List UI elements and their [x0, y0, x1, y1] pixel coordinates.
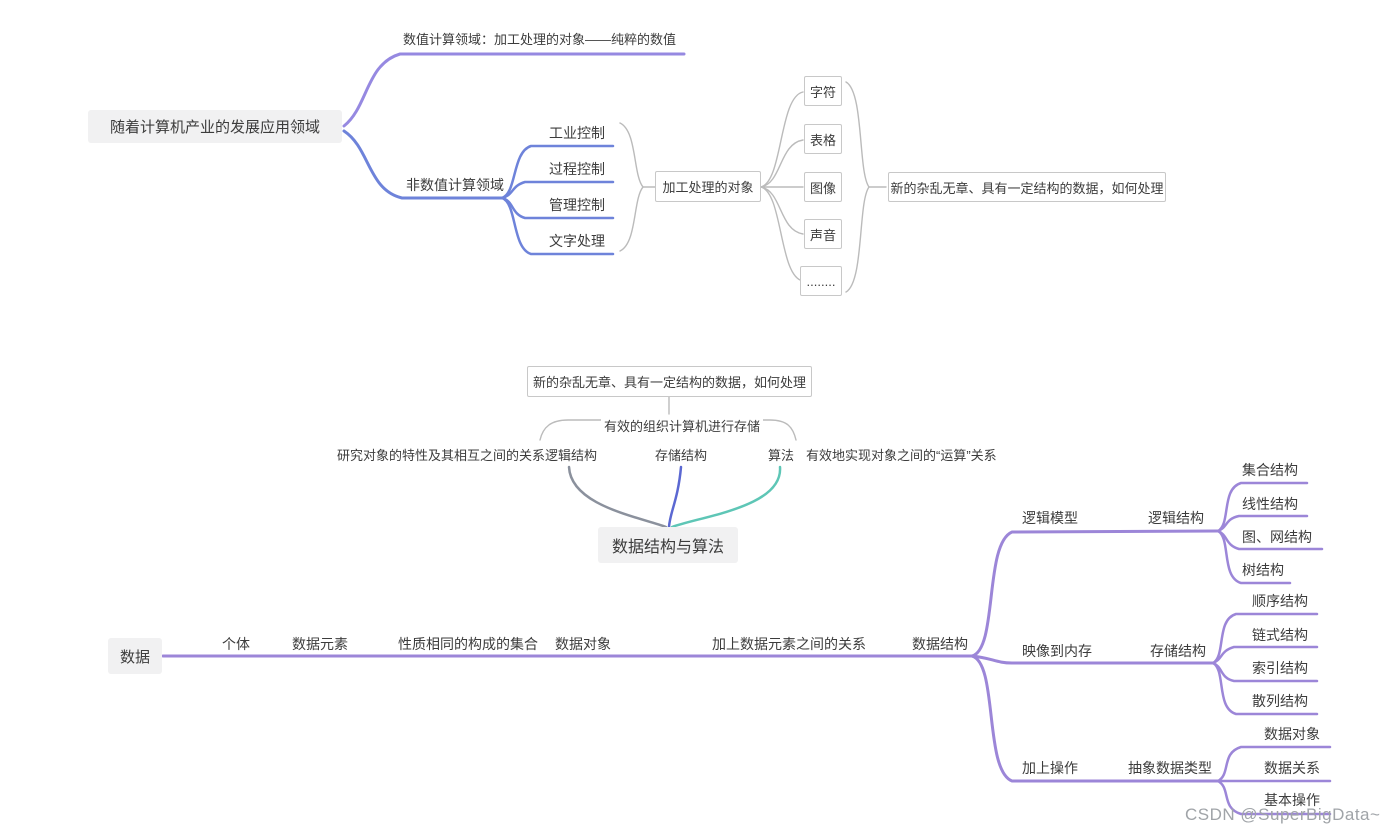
- node-management-control: 管理控制: [549, 197, 605, 213]
- node-graph-net-structure: 图、网结构: [1242, 529, 1312, 545]
- node-text-processing: 文字处理: [549, 233, 605, 249]
- node-add-relations: 加上数据元素之间的关系: [712, 636, 866, 652]
- node-processing-object: 加工处理的对象: [655, 171, 761, 202]
- node-root-application-domains: 随着计算机产业的发展应用领域: [88, 110, 342, 143]
- bracket-nonnumeric-group: [619, 122, 644, 252]
- edge-nonnumeric-process: [500, 180, 615, 200]
- node-adt-basic-operation: 基本操作: [1264, 792, 1320, 808]
- bracket-object-group: [845, 81, 870, 293]
- node-type-table: 表格: [804, 124, 842, 154]
- node-industrial-control: 工业控制: [549, 125, 605, 141]
- note-algorithm-relation: 有效地实现对象之间的“运算”关系: [806, 448, 997, 463]
- edge-processing-table: [760, 139, 804, 188]
- node-storage-structure: 存储结构: [1150, 643, 1206, 659]
- node-type-etc: ........: [800, 266, 842, 296]
- node-logical-structure-mid: 逻辑结构: [545, 448, 598, 463]
- node-adt-data-relation: 数据关系: [1264, 760, 1320, 776]
- node-linear-structure: 线性结构: [1242, 496, 1298, 512]
- edge-algorithm-converge: [670, 465, 782, 529]
- node-new-data-question-top: 新的杂乱无章、具有一定结构的数据，如何处理: [888, 172, 1166, 202]
- node-hash-structure: 散列结构: [1252, 693, 1308, 709]
- node-type-image: 图像: [804, 172, 842, 202]
- node-logical-model: 逻辑模型: [1022, 510, 1078, 526]
- node-non-numeric-domain: 非数值计算领域: [406, 177, 504, 193]
- edge-logical-tree: [1216, 529, 1292, 585]
- node-process-control: 过程控制: [549, 161, 605, 177]
- node-add-operations: 加上操作: [1022, 760, 1078, 776]
- node-data-element: 数据元素: [292, 636, 348, 652]
- edge-main-storage-branch: [970, 654, 1215, 665]
- node-adt-data-object: 数据对象: [1264, 726, 1320, 742]
- node-logical-structure: 逻辑结构: [1148, 510, 1204, 526]
- node-sequential-structure: 顺序结构: [1252, 593, 1308, 609]
- node-numeric-domain: 数值计算领域：加工处理的对象——纯粹的数值: [403, 32, 677, 47]
- edge-storage-converge: [667, 465, 683, 529]
- edge-processing-etc: [760, 186, 804, 282]
- node-set-structure: 集合结构: [1242, 462, 1298, 478]
- node-storage-structure-mid: 存储结构: [655, 448, 708, 463]
- node-data: 数据: [108, 638, 162, 674]
- edge-operation-dataobject: [1216, 745, 1332, 783]
- node-map-to-memory: 映像到内存: [1022, 643, 1092, 659]
- node-linked-structure: 链式结构: [1252, 627, 1308, 643]
- node-data-object: 数据对象: [555, 636, 611, 652]
- node-storage-note: 有效的组织计算机进行存储: [601, 419, 764, 434]
- node-type-sound: 声音: [804, 219, 842, 249]
- edge-root-nonnumeric: [342, 129, 504, 200]
- note-logical-relation: 研究对象的特性及其相互之间的关系: [337, 448, 546, 463]
- node-type-character: 字符: [804, 76, 842, 106]
- node-new-data-question: 新的杂乱无章、具有一定结构的数据，如何处理: [527, 366, 812, 397]
- edge-logical-converge: [567, 465, 668, 529]
- node-tree-structure: 树结构: [1242, 562, 1284, 578]
- edge-logical-linear: [1216, 514, 1309, 533]
- edge-nonnumeric-text: [500, 196, 615, 256]
- node-data-structure: 数据结构: [912, 636, 968, 652]
- edge-operation-basicop: [1216, 779, 1332, 816]
- edge-storage-linked: [1211, 645, 1319, 665]
- node-individual: 个体: [222, 636, 250, 652]
- node-same-property-set: 性质相同的构成的集合: [398, 636, 538, 652]
- edge-processing-character: [760, 91, 804, 188]
- edge-main-operation-branch: [970, 654, 1220, 783]
- node-algorithm: 算法: [768, 448, 795, 463]
- node-abstract-data-type: 抽象数据类型: [1128, 760, 1212, 776]
- edge-main-logical-branch: [970, 529, 1220, 658]
- edge-processing-sound: [760, 186, 804, 235]
- edge-root-numeric: [342, 52, 686, 128]
- node-data-structure-and-algorithm: 数据结构与算法: [598, 527, 738, 563]
- node-index-structure: 索引结构: [1252, 660, 1308, 676]
- watermark-csdn: CSDN @SuperBigData~: [1185, 805, 1381, 824]
- edge-storage-hash: [1211, 661, 1319, 716]
